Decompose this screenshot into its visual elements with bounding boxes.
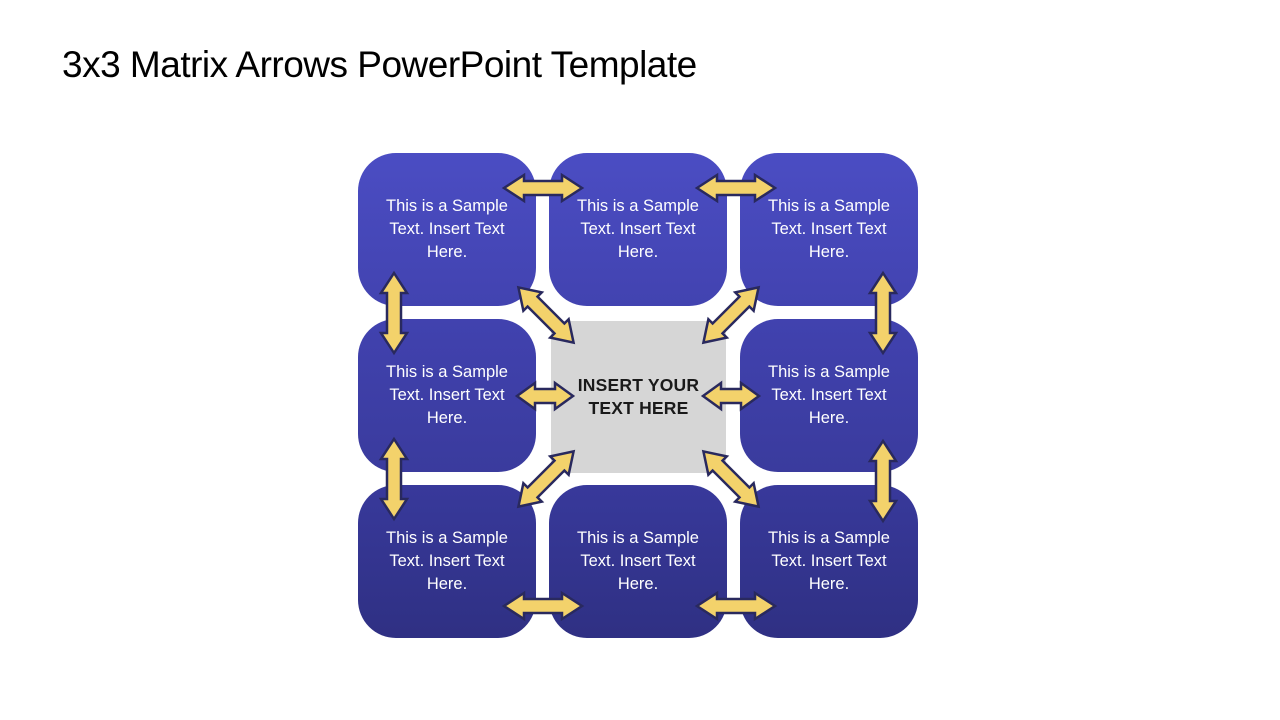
cell-text: This is a Sample Text. Insert Text Here. (386, 363, 508, 427)
center-cell-text: INSERT YOUR TEXT HERE (577, 375, 700, 418)
cell-text: This is a Sample Text. Insert Text Here. (768, 529, 890, 593)
matrix-cell-bottom-right[interactable]: This is a Sample Text. Insert Text Here. (740, 485, 918, 638)
matrix-cell-middle-left[interactable]: This is a Sample Text. Insert Text Here. (358, 319, 536, 472)
matrix-cell-middle-right[interactable]: This is a Sample Text. Insert Text Here. (740, 319, 918, 472)
cell-text: This is a Sample Text. Insert Text Here. (768, 197, 890, 261)
matrix-cell-top-center[interactable]: This is a Sample Text. Insert Text Here. (549, 153, 727, 306)
cell-text: This is a Sample Text. Insert Text Here. (386, 197, 508, 261)
cell-text: This is a Sample Text. Insert Text Here. (577, 197, 699, 261)
cell-text: This is a Sample Text. Insert Text Here. (768, 363, 890, 427)
cell-text: This is a Sample Text. Insert Text Here. (577, 529, 699, 593)
matrix-cell-top-left[interactable]: This is a Sample Text. Insert Text Here. (358, 153, 536, 306)
slide-title: 3x3 Matrix Arrows PowerPoint Template (62, 44, 697, 85)
matrix-cell-bottom-center[interactable]: This is a Sample Text. Insert Text Here. (549, 485, 727, 638)
matrix-cell-center[interactable]: INSERT YOUR TEXT HERE (551, 321, 726, 473)
cell-text: This is a Sample Text. Insert Text Here. (386, 529, 508, 593)
matrix-cell-top-right[interactable]: This is a Sample Text. Insert Text Here. (740, 153, 918, 306)
matrix-cell-bottom-left[interactable]: This is a Sample Text. Insert Text Here. (358, 485, 536, 638)
